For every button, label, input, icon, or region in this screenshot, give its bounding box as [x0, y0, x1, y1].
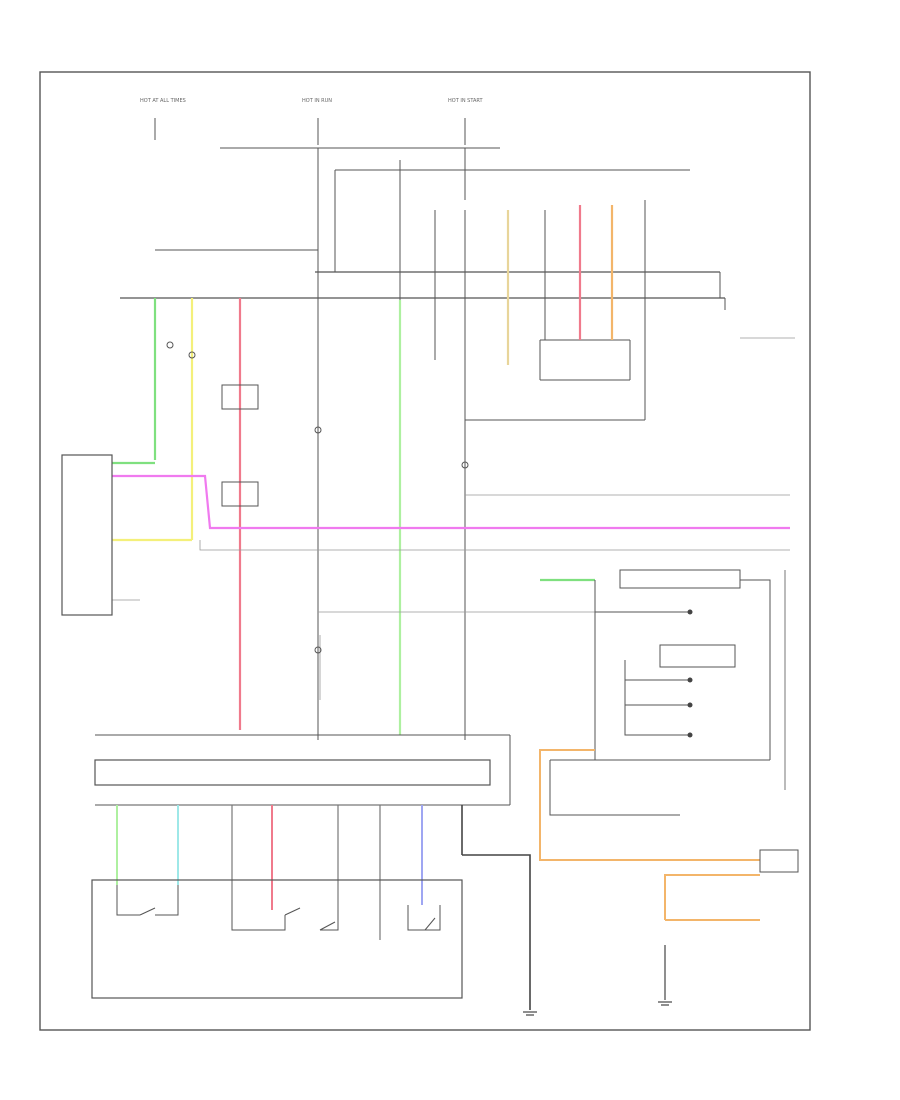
switch-node-4 — [687, 732, 693, 738]
cruise-main-switch — [659, 644, 736, 668]
diagram-frame — [39, 71, 811, 1031]
main-buses — [120, 271, 795, 339]
fuse-label-1: HOT AT ALL TIMES — [140, 98, 186, 104]
switch-node-1 — [687, 609, 693, 615]
relay-1 — [221, 384, 259, 410]
wire-magenta — [112, 474, 790, 530]
brake-switch — [759, 849, 799, 873]
relay-2 — [221, 481, 259, 507]
left-control-unit — [61, 454, 113, 616]
fuse-labels: HOT AT ALL TIMES HOT IN RUN HOT IN START — [140, 98, 484, 104]
fuse-label-2: HOT IN RUN — [302, 98, 332, 104]
wire-black-ground — [462, 854, 531, 1010]
wire-orange-brake — [664, 874, 760, 920]
combination-switch — [619, 569, 741, 589]
switch-panel — [91, 879, 463, 999]
connector-node-3 — [314, 426, 322, 434]
signal-lines — [112, 494, 790, 700]
right-switch-wiring — [549, 570, 786, 816]
wire-orange-right — [539, 749, 760, 861]
connector-node-4 — [461, 461, 469, 469]
switch-node-2 — [687, 677, 693, 683]
fuse-label-3: HOT IN START — [448, 98, 484, 104]
ground-right-symbol — [658, 945, 672, 1006]
connector-node-5 — [314, 646, 322, 654]
fuse-feeds — [154, 118, 690, 272]
switch-contacts — [116, 885, 441, 931]
bus-drops — [317, 170, 646, 740]
switch-node-3 — [687, 702, 693, 708]
connector-node-2 — [188, 351, 196, 359]
multiplex-module — [94, 759, 491, 786]
connector-node-1 — [166, 341, 174, 349]
ground-bottom-symbol — [523, 1011, 537, 1016]
